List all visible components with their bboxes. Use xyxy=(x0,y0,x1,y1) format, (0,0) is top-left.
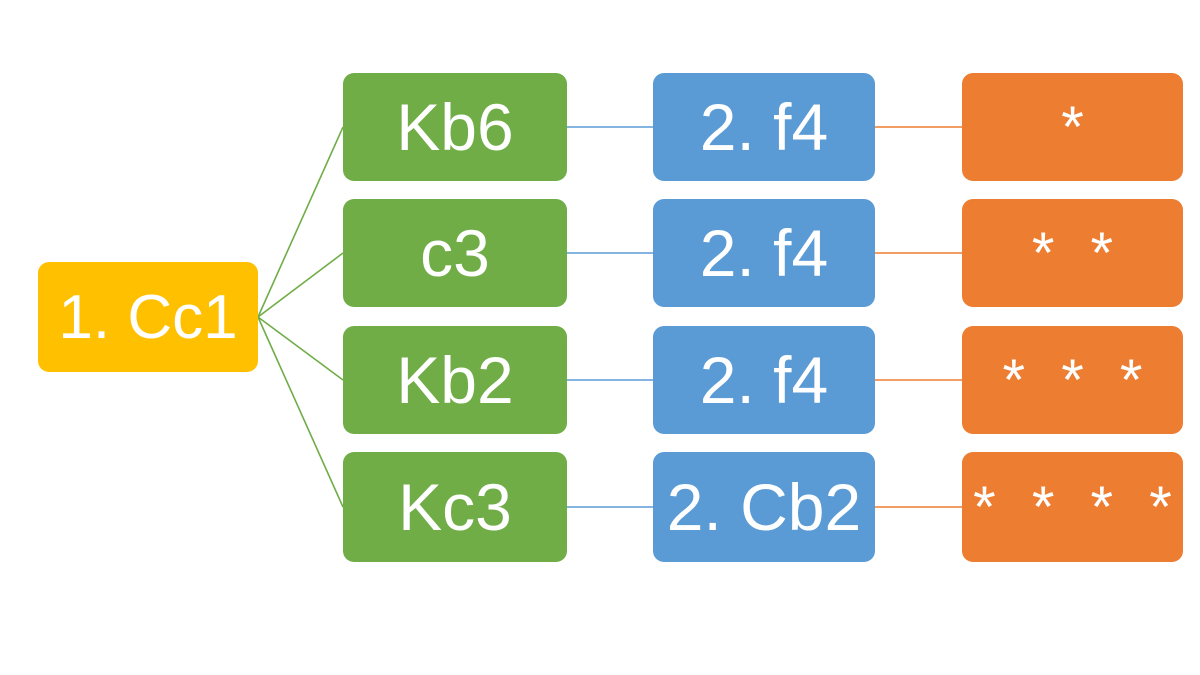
variation-node-label: Kb6 xyxy=(396,90,514,164)
reply-node-label: 2. f4 xyxy=(699,216,829,290)
root-connector-line xyxy=(257,316,344,508)
variation-node: Kb2 xyxy=(343,326,567,434)
reply-node: 2. Cb2 xyxy=(653,452,875,562)
result-node: * xyxy=(962,73,1183,181)
result-node-label: * * xyxy=(1031,220,1124,286)
result-node: * * * * xyxy=(962,452,1183,562)
root-connector-line xyxy=(257,316,344,381)
reply-node: 2. f4 xyxy=(653,73,875,181)
reply-node-label: 2. Cb2 xyxy=(666,470,862,544)
result-node-label: * * * xyxy=(1002,347,1153,413)
reply-node-label: 2. f4 xyxy=(699,343,829,417)
reply-node: 2. f4 xyxy=(653,199,875,307)
root-connector-line xyxy=(257,252,344,318)
variation-node: Kb6 xyxy=(343,73,567,181)
reply-node-label: 2. f4 xyxy=(699,90,829,164)
root-connector-line xyxy=(257,126,344,318)
variation-node: c3 xyxy=(343,199,567,307)
reply-node: 2. f4 xyxy=(653,326,875,434)
result-node-label: * * * * xyxy=(973,474,1182,540)
result-node: * * xyxy=(962,199,1183,307)
root-node-label: 1. Cc1 xyxy=(58,282,238,352)
result-node-label: * xyxy=(1061,94,1094,160)
variation-node: Kc3 xyxy=(343,452,567,562)
root-node: 1. Cc1 xyxy=(38,262,258,372)
variation-node-label: Kb2 xyxy=(396,343,514,417)
variation-node-label: c3 xyxy=(420,216,490,290)
result-node: * * * xyxy=(962,326,1183,434)
variation-node-label: Kc3 xyxy=(398,470,512,544)
